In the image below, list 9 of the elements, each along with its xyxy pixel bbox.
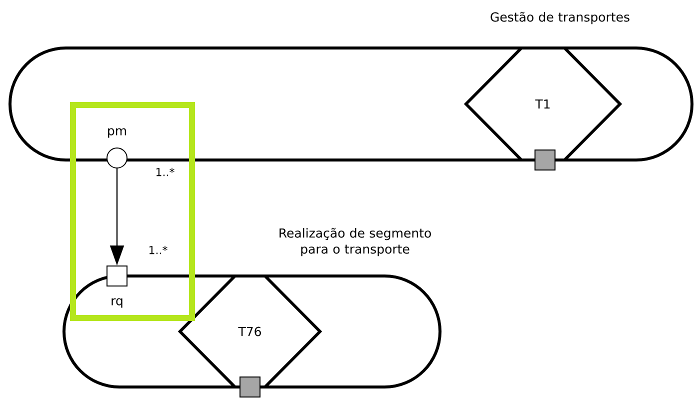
port-square: [240, 376, 260, 398]
multiplicity-label: 1..*: [156, 168, 174, 176]
port-square: rq: [106, 266, 128, 308]
port-square: [534, 150, 556, 170]
multiplicity-label: 1..*: [149, 246, 168, 254]
node-label: rq: [112, 298, 122, 308]
node-label: Gestão de transportes: [490, 12, 630, 24]
node-label: Realização de segmento para o transporte: [280, 228, 431, 256]
node-label: pm: [108, 128, 126, 138]
